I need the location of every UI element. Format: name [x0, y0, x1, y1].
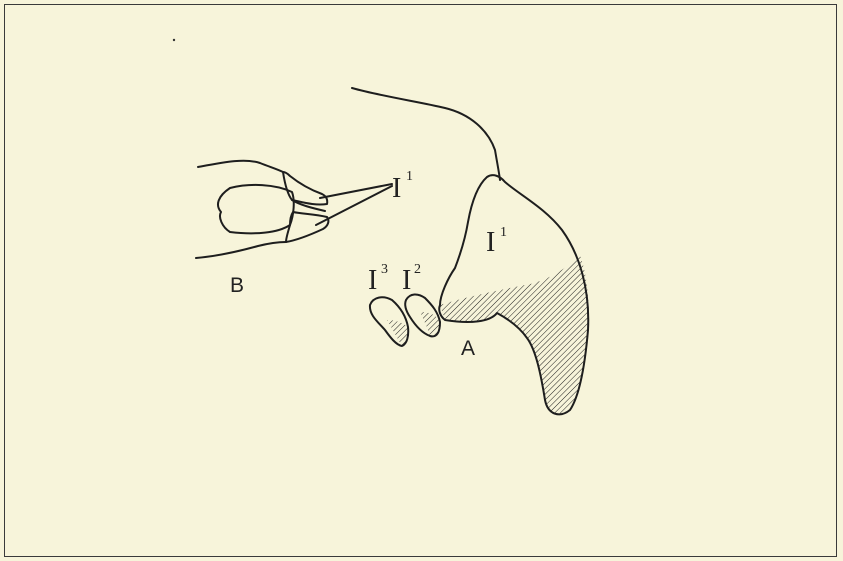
view-b-lower-outline — [196, 242, 286, 258]
view-b-label: B — [230, 274, 244, 297]
view-b-incisors — [196, 161, 392, 258]
view-a-i2-label: I 2 — [402, 262, 421, 296]
view-b-upper-outline — [198, 161, 283, 172]
view-a-i3-sup: 3 — [381, 262, 388, 277]
view-a-i1-letter: I — [486, 227, 495, 258]
view-a-i1-label: I 1 — [486, 225, 507, 258]
view-a-i1-sup: 1 — [500, 225, 507, 240]
view-a-i1-shading — [440, 255, 589, 414]
view-b-divider — [292, 200, 325, 211]
view-a-label: A — [461, 337, 475, 360]
view-b-left-crown — [218, 185, 294, 233]
view-b-upper-tooth — [283, 172, 327, 205]
view-a-incisors — [352, 88, 589, 414]
view-a-curve-line — [352, 88, 500, 180]
view-a-i3-label: I 3 — [368, 262, 388, 296]
view-a-i2-sup: 2 — [414, 262, 421, 277]
view-b-i1-label: I 1 — [392, 169, 413, 204]
speck-mark — [173, 39, 175, 41]
view-b-i1-sup: 1 — [406, 169, 413, 184]
view-b-i1-letter: I — [392, 173, 401, 204]
view-a-i2-letter: I — [402, 265, 411, 296]
view-a-i3-letter: I — [368, 265, 377, 296]
